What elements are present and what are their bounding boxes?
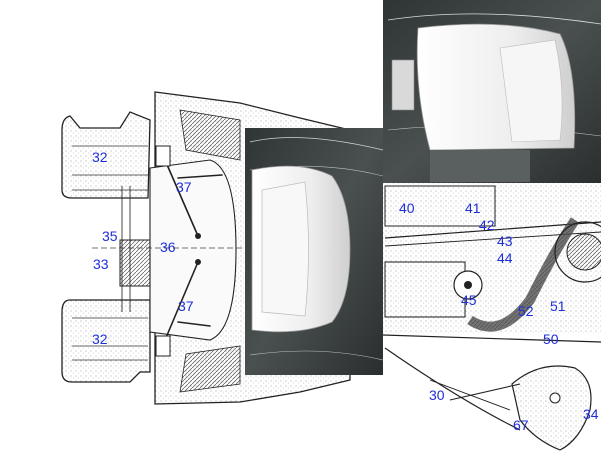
callout-43: 43 [497,233,513,249]
callout-44: 44 [497,250,513,266]
callout-41: 41 [465,200,481,216]
photo-inset-top-right [383,0,601,183]
sketch-side-view [382,183,601,451]
callout-34: 34 [583,406,599,422]
callout-42: 42 [479,217,495,233]
callout-32-bottom: 32 [92,331,108,347]
photo-inset-center [245,128,384,375]
callout-labels: 32 37 35 36 33 37 32 40 41 42 43 44 45 5… [92,149,599,433]
callout-35: 35 [102,228,118,244]
callout-45: 45 [461,292,477,308]
callout-37-bottom: 37 [178,298,194,314]
callout-52: 52 [518,303,534,319]
callout-50: 50 [543,331,559,347]
callout-33: 33 [93,256,109,272]
callout-51: 51 [550,298,566,314]
callout-67: 67 [513,417,529,433]
lower-linkage [511,365,592,451]
axle-block [119,239,153,287]
lower-pod [61,299,151,383]
callout-37-top: 37 [176,179,192,195]
inner-frame [149,159,237,341]
callout-30: 30 [429,387,445,403]
callout-40: 40 [399,200,415,216]
callout-36: 36 [160,239,176,255]
callout-32-top: 32 [92,149,108,165]
upper-pod [61,111,151,199]
